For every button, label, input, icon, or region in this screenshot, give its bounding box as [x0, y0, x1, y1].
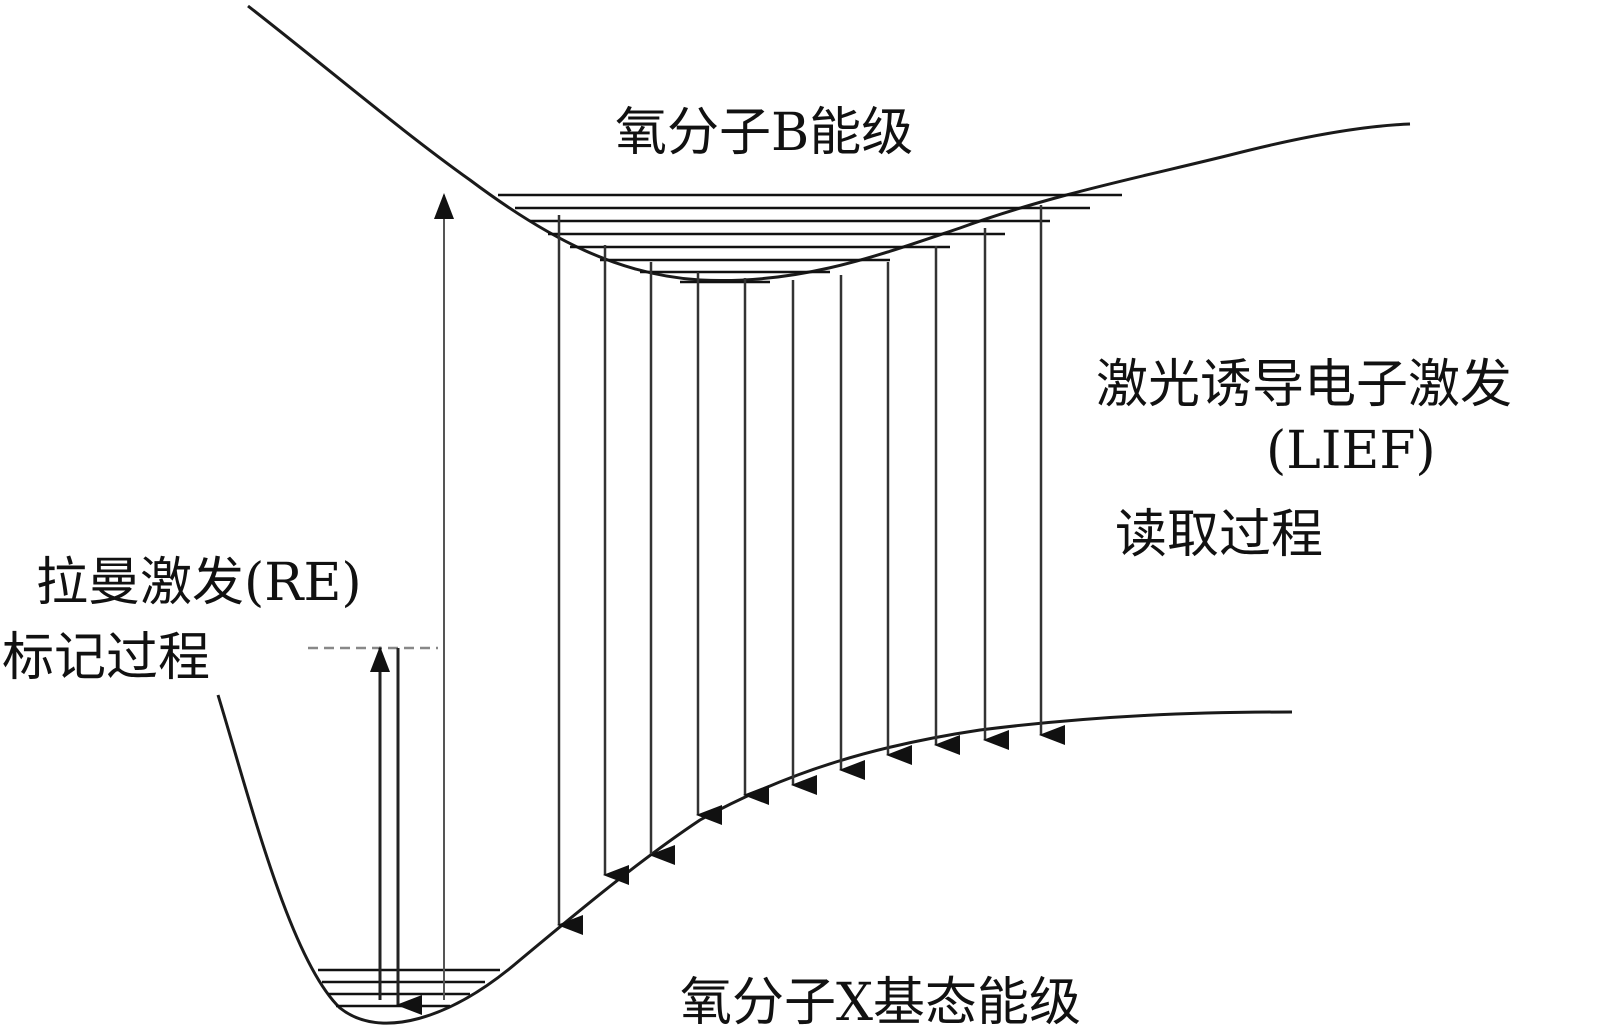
raman-label-line1: 拉曼激发(RE)	[36, 553, 362, 613]
lief-label-line1: 激光诱导电子激发	[1096, 355, 1512, 415]
x-vibrational-levels	[318, 968, 500, 1008]
b-vibrational-levels	[498, 193, 1122, 284]
b-level-label: 氧分子B能级	[615, 103, 913, 163]
x-level-label: 氧分子X基态能级	[680, 973, 1081, 1033]
readout-arrows	[557, 205, 1065, 935]
readout-label: 读取过程	[1115, 505, 1323, 565]
lief-label-line2: (LIEF)	[1266, 421, 1436, 481]
raman-label-line2: 标记过程	[2, 628, 210, 688]
